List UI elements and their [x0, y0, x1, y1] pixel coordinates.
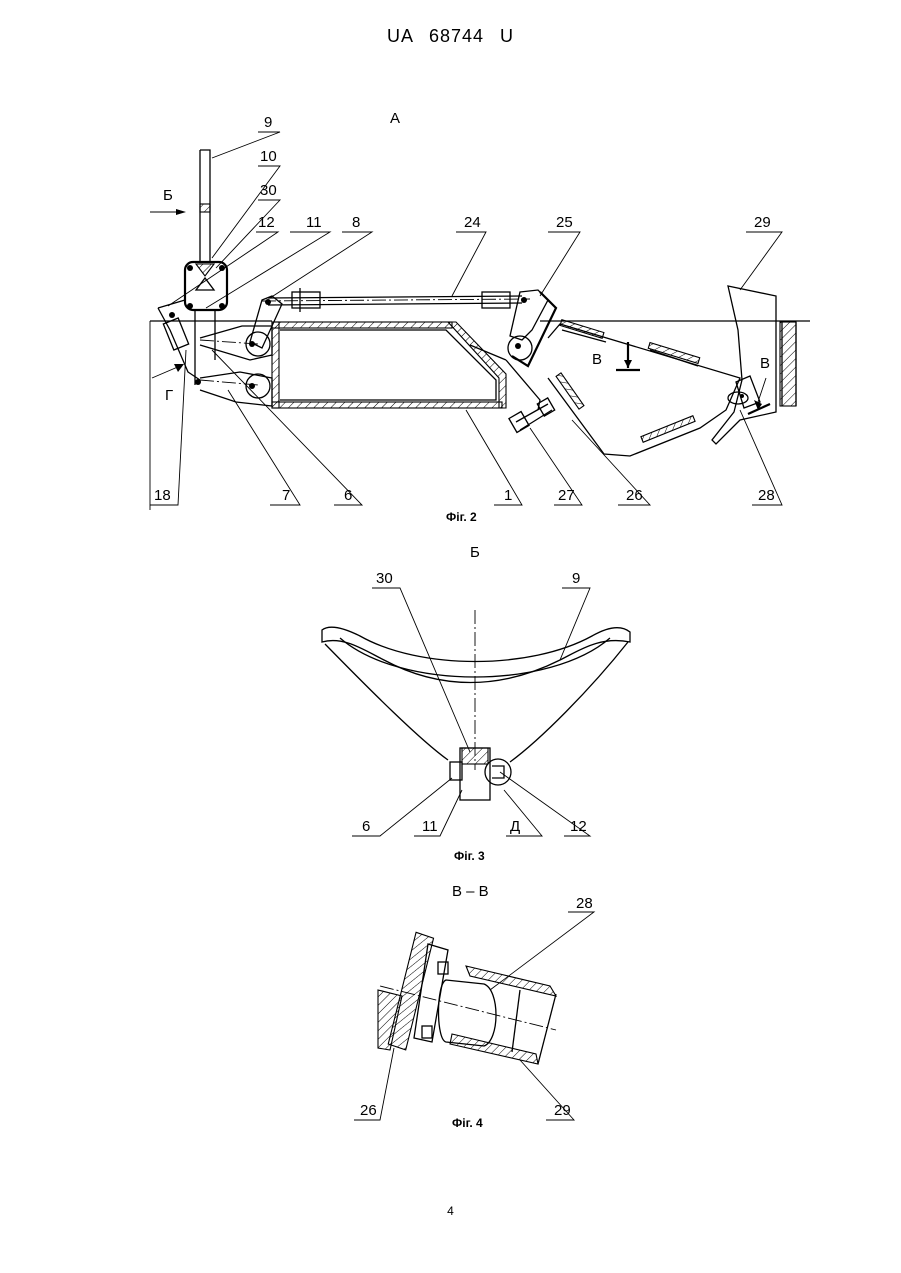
fig2-label-26: 26	[626, 487, 643, 504]
view-arrow-g-label: Г	[165, 387, 173, 404]
panel-26	[548, 320, 740, 456]
figure-2: А	[150, 110, 810, 524]
fig2-label-18: 18	[154, 487, 171, 504]
fork-9	[322, 627, 630, 762]
fig2-label-30: 30	[260, 182, 277, 199]
fig4-caption: Фіг. 4	[452, 1116, 483, 1130]
lever-9	[200, 150, 210, 262]
fig2-label-24: 24	[464, 214, 481, 231]
fig2-label-7: 7	[282, 487, 290, 504]
view-arrow-b-label: Б	[163, 187, 173, 204]
fig2-label-11: 11	[306, 214, 322, 231]
part-29	[712, 286, 796, 444]
fig3-label-d: Д	[510, 818, 520, 835]
fig3-label-6: 6	[362, 818, 370, 835]
fig2-label-9: 9	[264, 114, 272, 131]
joint-28	[728, 376, 760, 408]
fig2-leaders	[150, 132, 782, 505]
hub-11	[450, 748, 511, 800]
fig4-section-label: В – В	[452, 883, 489, 900]
rod-24	[262, 288, 530, 312]
fig2-caption: Фіг. 2	[446, 510, 477, 524]
figure-3: Б 30 9 6 11 Д 12 Фіг. 3	[322, 544, 630, 863]
fig2-label-28: 28	[758, 487, 775, 504]
fig2-view-label: А	[390, 110, 400, 127]
fig3-label-11: 11	[422, 818, 438, 835]
fig2-label-27: 27	[558, 487, 575, 504]
section-label-v1: В	[592, 351, 602, 368]
fig3-view-label: Б	[470, 544, 480, 561]
fig2-label-6: 6	[344, 487, 352, 504]
body-1	[272, 322, 506, 408]
fig4-label-26: 26	[360, 1102, 377, 1119]
fig2-label-8: 8	[352, 214, 360, 231]
fig3-label-9: 9	[572, 570, 580, 587]
fig4-label-29: 29	[554, 1102, 571, 1119]
view-arrow-b: Б	[150, 187, 186, 215]
hinge-assembly	[158, 262, 282, 406]
view-arrow-g: Г	[152, 364, 184, 404]
fig4-label-28: 28	[576, 895, 593, 912]
section-label-v2: В	[760, 355, 770, 372]
fig2-label-29: 29	[754, 214, 771, 231]
fig2-label-1: 1	[504, 487, 512, 504]
fig3-label-30: 30	[376, 570, 393, 587]
page-number: 4	[0, 1204, 901, 1218]
bolt-27	[509, 398, 555, 432]
fig3-label-12: 12	[570, 818, 587, 835]
figure-4: В – В 28 26 29 Фіг. 4	[354, 883, 594, 1130]
fig3-caption: Фіг. 3	[454, 849, 485, 863]
fig2-label-25: 25	[556, 214, 573, 231]
fig2-label-12: 12	[258, 214, 275, 231]
fig2-label-10: 10	[260, 148, 277, 165]
